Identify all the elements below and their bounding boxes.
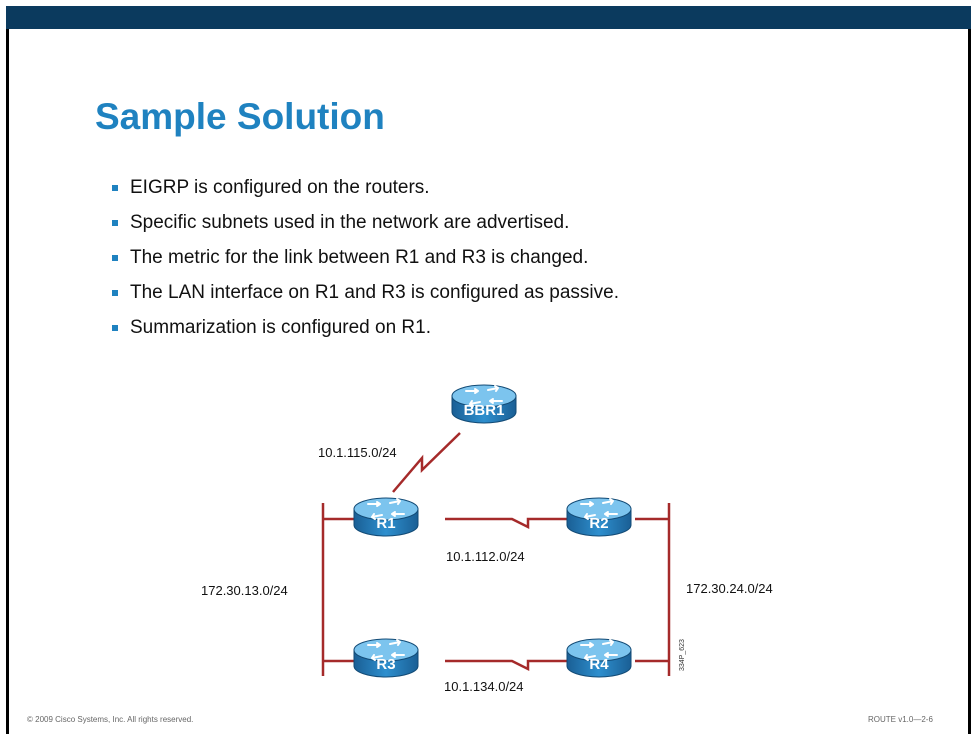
bullet-item: The LAN interface on R1 and R3 is config… [112, 281, 619, 316]
slide-title: Sample Solution [95, 96, 385, 137]
bullet-item: Specific subnets used in the network are… [112, 211, 619, 246]
bullet-list: EIGRP is configured on the routers. Spec… [112, 176, 619, 351]
serial-link-bbr1-r1 [392, 432, 461, 493]
router-r2: R2 [566, 497, 632, 537]
copyright-notice: © 2009 Cisco Systems, Inc. All rights re… [27, 715, 194, 724]
router-r1: R1 [353, 497, 419, 537]
router-label: R4 [589, 656, 609, 673]
network-label-bbr1-r1: 10.1.115.0/24 [318, 445, 397, 460]
router-bbr1: BBR1 [451, 384, 517, 424]
slide-frame-left [6, 6, 9, 734]
bullet-item: The metric for the link between R1 and R… [112, 246, 619, 281]
router-label: R3 [376, 656, 395, 673]
router-label: R1 [376, 515, 395, 532]
bullet-item: EIGRP is configured on the routers. [112, 176, 619, 211]
network-label-lan-left: 172.30.13.0/24 [201, 583, 288, 598]
slide-frame-right [968, 6, 971, 734]
serial-link-r1-r2 [445, 517, 580, 530]
router-r4: R4 [566, 638, 632, 678]
serial-link-r3-r4 [445, 659, 580, 672]
router-label: BBR1 [464, 402, 505, 419]
router-label: R2 [589, 515, 608, 532]
router-r3: R3 [353, 638, 419, 678]
figure-id: 334P_623 [679, 639, 686, 671]
course-page-number: ROUTE v1.0—2-6 [868, 715, 933, 724]
header-bar [6, 6, 971, 29]
network-label-r3-r4: 10.1.134.0/24 [444, 679, 524, 694]
bullet-item: Summarization is configured on R1. [112, 316, 619, 351]
network-label-lan-right: 172.30.24.0/24 [686, 581, 773, 596]
network-label-r1-r2: 10.1.112.0/24 [446, 549, 525, 564]
